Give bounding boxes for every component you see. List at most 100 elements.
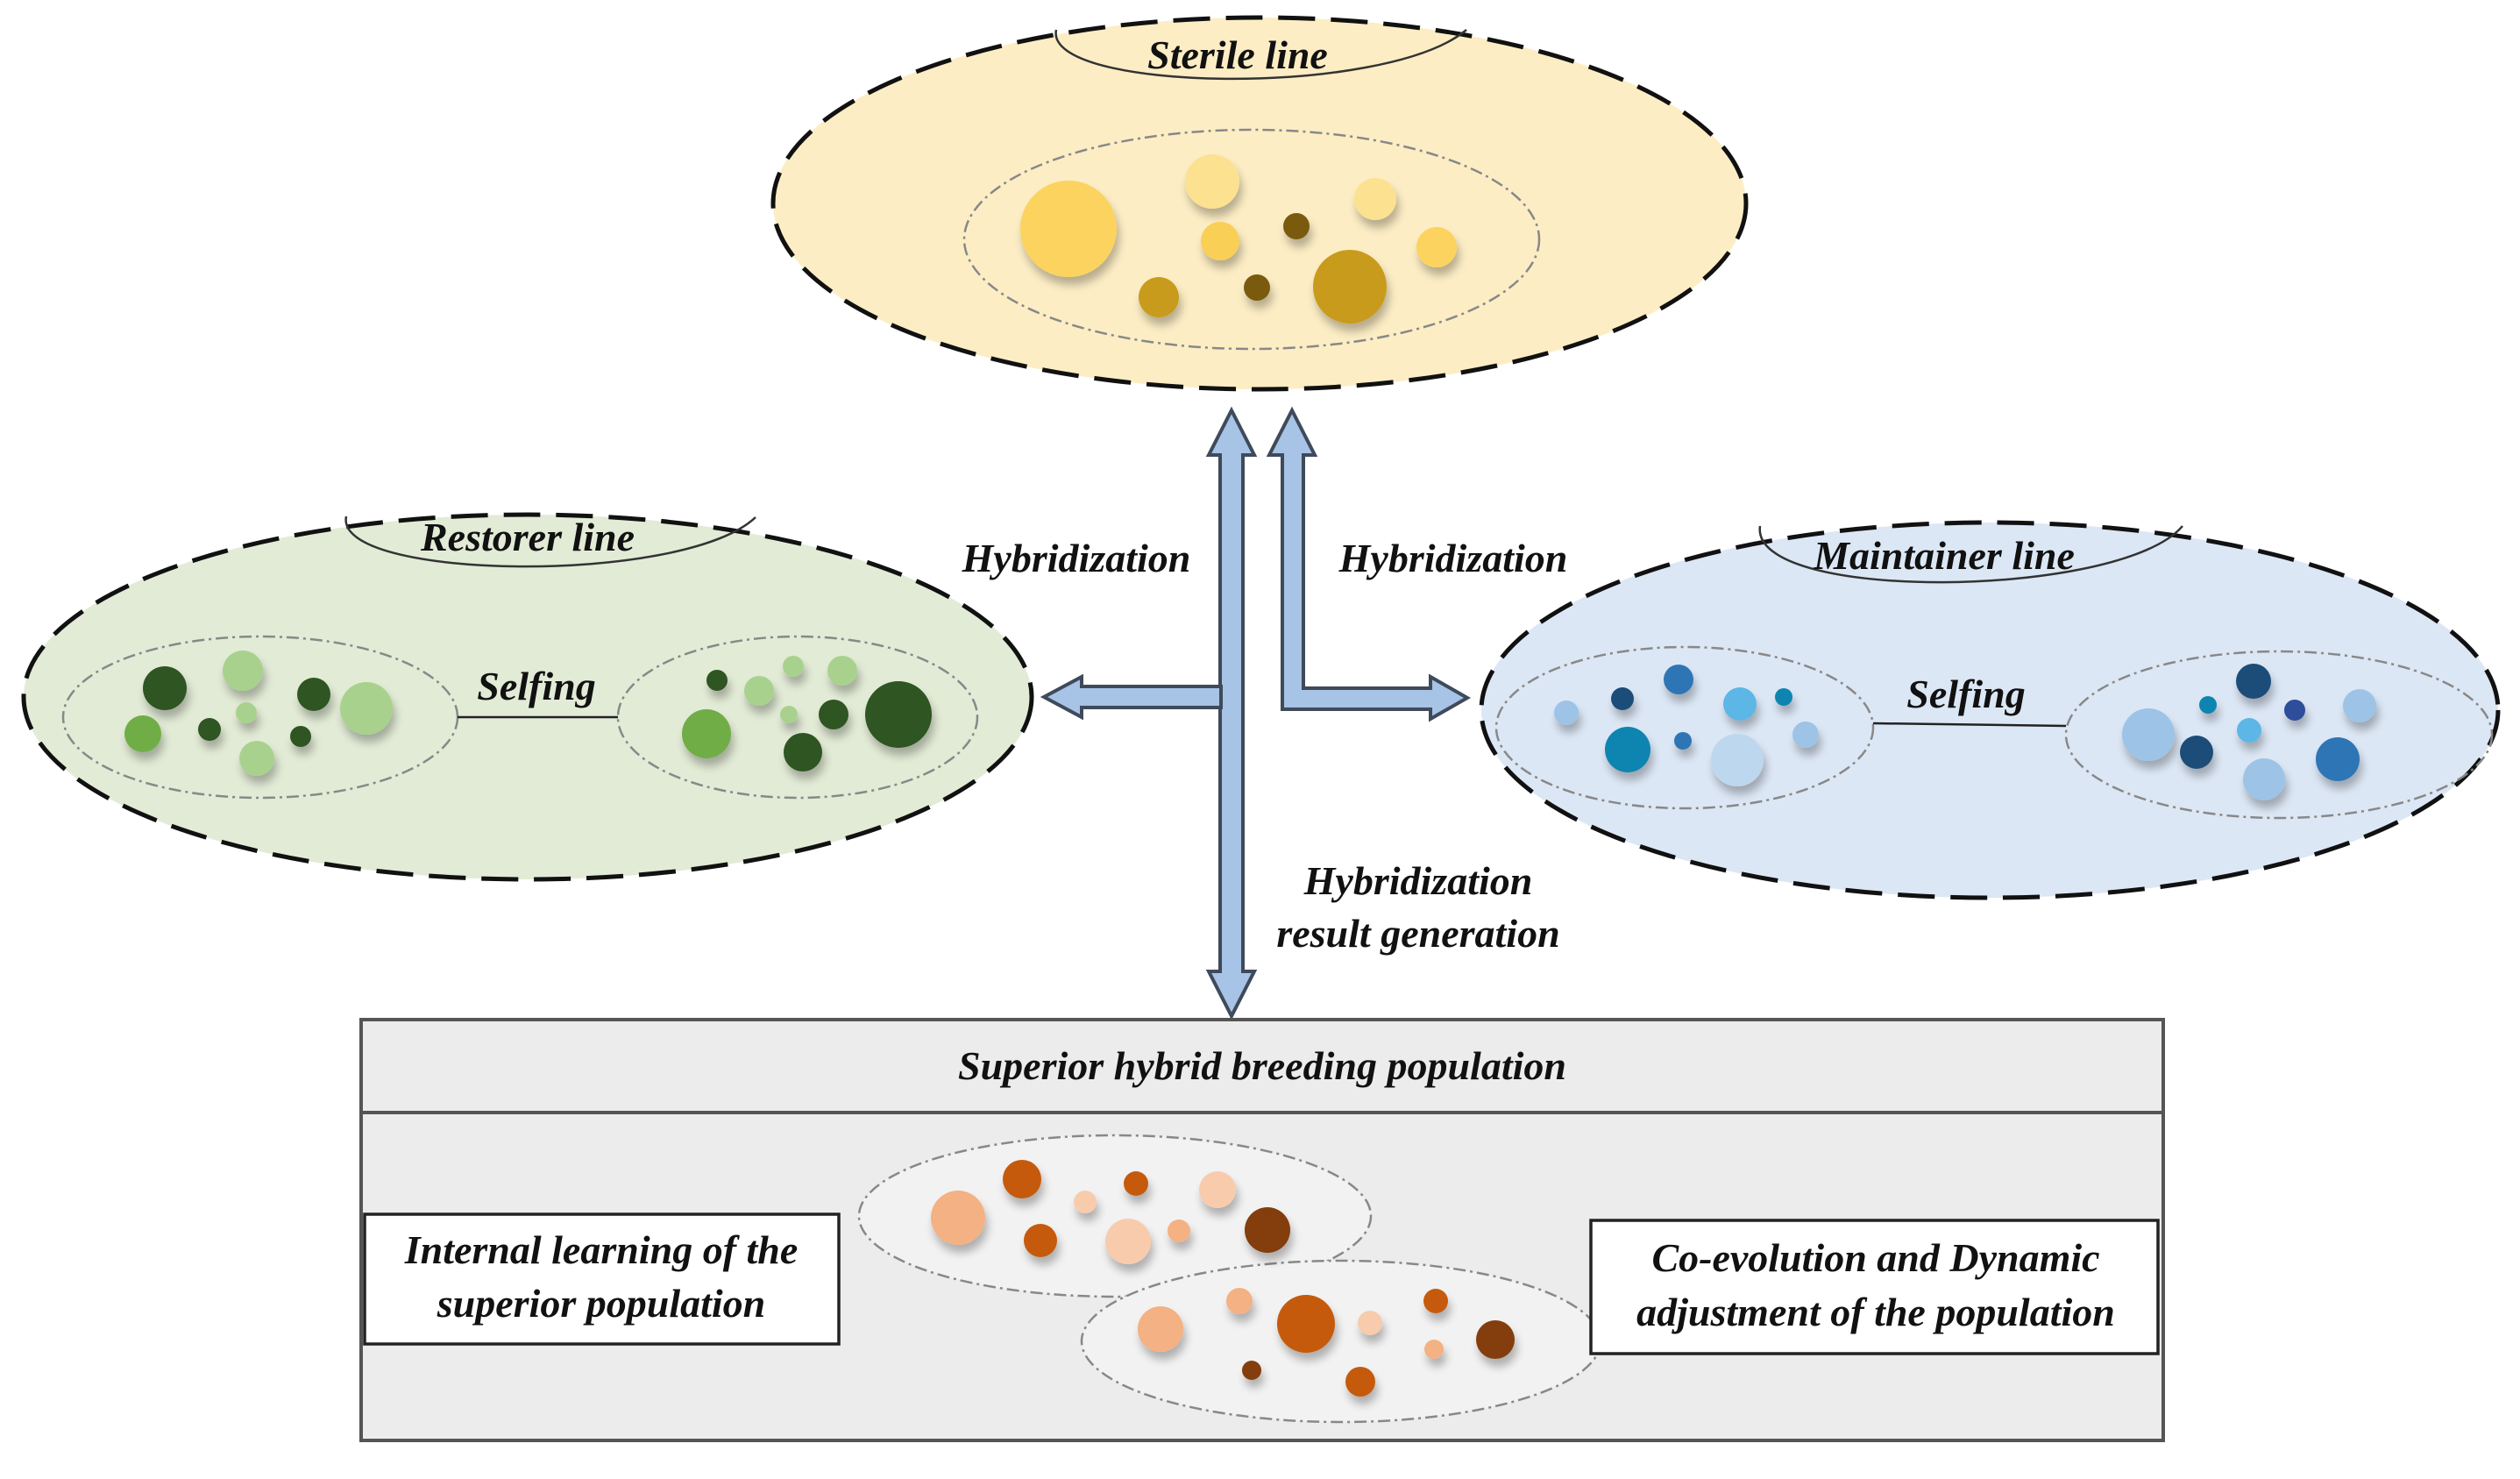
individual-dot	[143, 666, 187, 710]
restorer-label-arc	[344, 516, 756, 568]
restorer-line-ellipse	[21, 512, 1034, 882]
individual-dot	[290, 726, 311, 747]
individual-dot	[1020, 181, 1117, 277]
hybridization-result-label-line1: Hybridization	[1303, 858, 1533, 903]
individual-dot	[1124, 1171, 1148, 1196]
individual-dot	[1139, 277, 1179, 317]
maintainer-selfing-link	[1872, 722, 2067, 728]
individual-dot	[1605, 727, 1650, 772]
individual-dot	[1775, 688, 1792, 706]
individual-dot	[1105, 1219, 1151, 1264]
individual-dot	[706, 670, 728, 691]
individual-dot	[340, 682, 393, 735]
individual-dot	[1416, 227, 1457, 267]
individual-dot	[1674, 732, 1692, 750]
superior-box-title: Superior hybrid breeding population	[958, 1043, 1566, 1088]
individual-dot	[1424, 1340, 1444, 1359]
hybridization-result-label-line2: result generation	[1276, 911, 1559, 956]
individual-dot	[2122, 708, 2175, 761]
maintainer-selfing-label: Selfing	[1906, 672, 2025, 716]
individual-dot	[1242, 1361, 1261, 1380]
hybridization-label-left: Hybridization	[962, 536, 1191, 580]
individual-dot	[1554, 700, 1579, 725]
individual-dot	[1168, 1219, 1190, 1242]
internal-learning-label-line1: Internal learning of the	[404, 1227, 799, 1272]
individual-dot	[1354, 178, 1396, 220]
individual-dot	[1226, 1288, 1253, 1314]
restorer-line-group: Restorer line Selfing	[21, 512, 1034, 882]
coevolution-label-line1: Co-evolution and Dynamic	[1651, 1235, 2099, 1280]
individual-dot	[865, 681, 932, 748]
superior-box-title-band	[359, 1018, 2165, 1114]
individual-dot	[1611, 687, 1634, 710]
individual-dot	[931, 1191, 985, 1245]
individual-dot	[682, 709, 731, 758]
sterile-line-group: Sterile line	[770, 15, 1749, 392]
individual-dot	[1476, 1320, 1515, 1359]
superior-individuals	[931, 1160, 1515, 1397]
internal-learning-label-line2: superior population	[437, 1281, 766, 1326]
individual-dot	[1313, 250, 1387, 324]
individual-dot	[1345, 1367, 1375, 1397]
restorer-selfing-label: Selfing	[477, 664, 595, 708]
individual-dot	[1003, 1160, 1041, 1198]
individual-dot	[1138, 1306, 1183, 1352]
individual-dot	[1201, 222, 1239, 260]
sterile-individuals	[1020, 154, 1457, 324]
individual-dot	[2243, 758, 2285, 800]
individual-dot	[1711, 734, 1764, 786]
individual-dot	[1358, 1311, 1382, 1335]
individual-dot	[1283, 213, 1310, 239]
hybridization-label-right: Hybridization	[1338, 536, 1568, 580]
individual-dot	[1185, 154, 1239, 209]
coevolution-box	[1589, 1219, 2160, 1355]
individual-dot	[2180, 736, 2213, 769]
maintainer-inner-ellipse-left	[1494, 645, 1875, 810]
individual-dot	[2316, 737, 2360, 781]
superior-population-box: Superior hybrid breeding population I	[359, 1018, 2165, 1442]
individual-dot	[2343, 689, 2376, 722]
restorer-line-label: Restorer line	[420, 515, 635, 559]
maintainer-line-group: Maintainer line Selfing	[1479, 520, 2501, 900]
maintainer-individuals	[1554, 664, 2376, 800]
restorer-individuals	[124, 651, 932, 776]
individual-dot	[1199, 1171, 1236, 1208]
individual-dot	[1664, 665, 1693, 694]
restorer-inner-ellipse-right	[616, 635, 979, 800]
maintainer-line-ellipse	[1479, 520, 2501, 900]
individual-dot	[2236, 664, 2271, 699]
sterile-label-arc	[1054, 29, 1467, 81]
individual-dot	[1245, 1207, 1290, 1253]
individual-dot	[827, 656, 857, 686]
individual-dot	[2199, 696, 2217, 714]
individual-dot	[819, 700, 848, 729]
sterile-inner-ellipse	[962, 128, 1541, 351]
maintainer-label-arc	[1758, 525, 2183, 584]
individual-dot	[297, 678, 330, 711]
individual-dot	[1792, 722, 1819, 748]
superior-population-ellipse-upper	[857, 1134, 1373, 1298]
sterile-line-ellipse	[770, 15, 1749, 392]
individual-dot	[1024, 1224, 1057, 1257]
individual-dot	[1723, 687, 1757, 721]
arrow-to-maintainer	[1266, 406, 1472, 722]
individual-dot	[124, 715, 161, 752]
internal-learning-box	[363, 1212, 841, 1346]
individual-dot	[744, 676, 774, 706]
individual-dot	[239, 741, 274, 776]
individual-dot	[223, 651, 263, 691]
hybridization-arrows	[1040, 406, 1472, 1020]
coevolution-label-line2: adjustment of the population	[1636, 1290, 2115, 1334]
individual-dot	[1277, 1295, 1335, 1353]
individual-dot	[783, 656, 804, 677]
individual-dot	[2284, 700, 2305, 721]
individual-dot	[780, 706, 798, 723]
maintainer-inner-ellipse-right	[2064, 650, 2494, 820]
individual-dot	[1423, 1289, 1448, 1313]
individual-dot	[2237, 718, 2261, 743]
individual-dot	[236, 702, 257, 723]
arrow-to-restorer	[1040, 673, 1223, 721]
double-arrow-vertical	[1205, 406, 1258, 1020]
maintainer-line-label: Maintainer line	[1813, 533, 2075, 578]
